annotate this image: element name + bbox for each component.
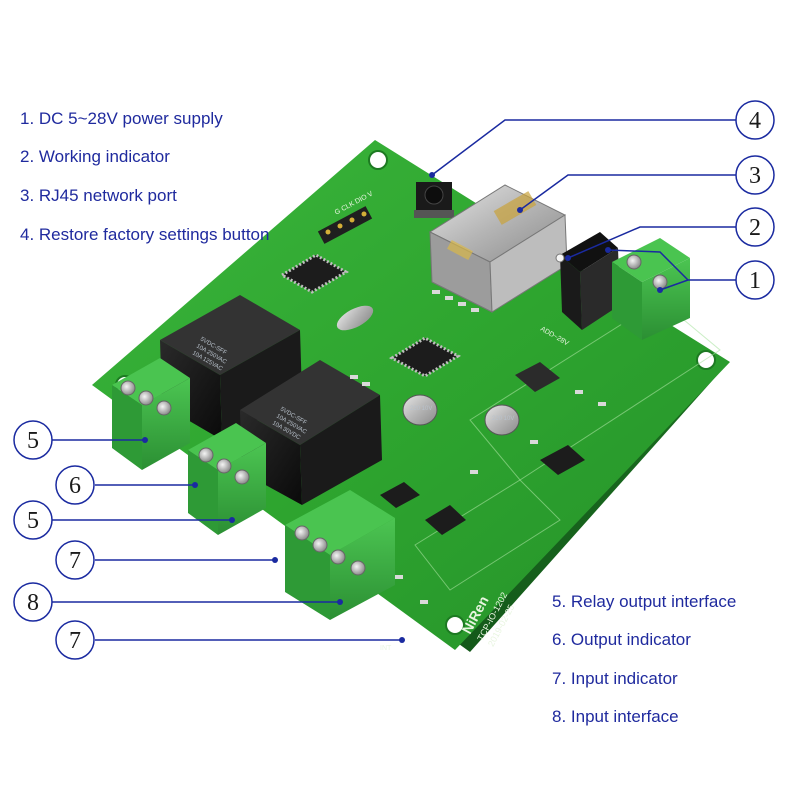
callout-3-number: 3 <box>749 163 761 189</box>
callout-6: 6 <box>55 465 95 505</box>
restore-factory-button <box>414 182 454 218</box>
optocoupler-1 <box>380 482 420 508</box>
inductor <box>515 362 560 392</box>
legend-item-3: 3. RJ45 network port <box>20 186 177 205</box>
relay-2: 5VDC-SFF 10A 250VAC 10A 30VDC <box>240 360 382 505</box>
capacitor-1-label: 220 10V <box>410 406 432 412</box>
callout-5a-number: 5 <box>27 428 39 454</box>
capacitor-2-label: 220 10V <box>492 416 514 422</box>
callout-7a-number: 7 <box>69 548 81 574</box>
callout-3: 3 <box>735 155 775 195</box>
callout-lines <box>52 119 736 641</box>
working-indicator-led <box>555 253 565 263</box>
int-silk: INT <box>380 645 392 652</box>
terminal-block-input <box>285 490 395 620</box>
legend-item-7: 7. Input indicator <box>552 669 678 688</box>
capacitor-1: 220 10V <box>402 394 438 426</box>
rj45-network-port <box>428 184 568 313</box>
callout-1-number: 1 <box>749 268 761 294</box>
callout-4-number: 4 <box>749 108 761 134</box>
callout-6-number: 6 <box>69 473 81 499</box>
callout-1: 1 <box>735 260 775 300</box>
legend-item-8: 8. Input interface <box>552 707 679 726</box>
power-terminal-block <box>612 238 690 340</box>
ethernet-chip <box>388 336 462 378</box>
callout-7a: 7 <box>55 540 95 580</box>
callout-5b-number: 5 <box>27 508 39 534</box>
legend-item-4: 4. Restore factory settings button <box>20 225 270 244</box>
legend-item-2: 2. Working indicator <box>20 147 170 166</box>
callout-5a: 5 <box>13 420 53 460</box>
crystal-oscillator <box>336 305 374 331</box>
legend-item-1: 1. DC 5~28V power supply <box>20 109 223 128</box>
callout-4: 4 <box>735 100 775 140</box>
voltage-regulator <box>540 445 585 475</box>
legend-item-6: 6. Output indicator <box>552 630 691 649</box>
callout-7b: 7 <box>55 620 95 660</box>
callout-8: 8 <box>13 582 53 622</box>
mcu-chip <box>279 253 349 294</box>
callout-dots <box>142 172 663 643</box>
terminal-block-relay-1 <box>112 358 190 470</box>
optocoupler-2 <box>425 505 466 535</box>
callout-5b: 5 <box>13 500 53 540</box>
capacitor-2: 220 10V <box>484 404 520 436</box>
legend-item-5: 5. Relay output interface <box>552 592 737 611</box>
callout-2-number: 2 <box>749 215 761 241</box>
callout-7b-number: 7 <box>69 628 81 654</box>
callout-8-number: 8 <box>27 590 39 616</box>
callout-2: 2 <box>735 207 775 247</box>
terminal-block-relay-2 <box>188 423 266 535</box>
